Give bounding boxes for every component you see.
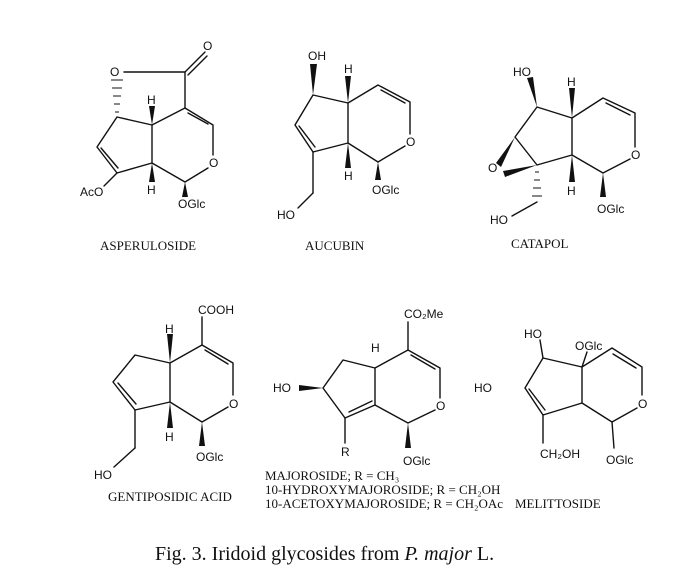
variant-10-hydroxymajoroside: 10-HYDROXYMAJOROSIDE; R = CH₂OH <box>265 482 500 497</box>
variant-majoroside: MAJOROSIDE; R = CH₃ <box>265 468 399 483</box>
h-bottom-label: H <box>344 169 353 183</box>
hydroxymethyl-label: HO <box>277 208 295 222</box>
compound-name-melittoside: MELITTOSIDE <box>515 496 601 511</box>
figure-caption: Fig. 3. Iridoid glycosides from P. major… <box>155 543 494 565</box>
r-group-label: R <box>341 445 350 459</box>
h-bottom-label: H <box>147 183 156 197</box>
h-bottom-label: H <box>567 184 576 198</box>
oglc-label: OGlc <box>372 183 399 197</box>
variant-10-acetoxymajoroside: 10-ACETOXYMAJOROSIDE; R = CH₂OAc <box>265 496 503 511</box>
acetoxy-label: AcO <box>80 185 103 199</box>
ring-oxygen-label: O <box>229 397 238 411</box>
hydroxymethyl-label: HO <box>94 468 112 482</box>
h-bottom-label: H <box>165 430 174 444</box>
compound-name-aucubin: AUCUBIN <box>305 238 365 253</box>
oglc-top-label: OGlc <box>575 339 602 353</box>
caption-prefix: Fig. 3. Iridoid glycosides from <box>155 543 404 565</box>
oglc-label: OGlc <box>597 202 624 216</box>
compound-name-gentiposidic-acid: GENTIPOSIDIC ACID <box>108 489 232 504</box>
hydroxy-label: OH <box>308 49 326 63</box>
caption-species: P. major <box>403 543 472 565</box>
methyl-ester-label: CO₂Me <box>404 307 444 321</box>
h-top-label: H <box>147 93 156 107</box>
lactone-oxygen-label: O <box>110 65 119 79</box>
oglc-label: OGlc <box>178 197 205 211</box>
ring-oxygen-label: O <box>406 135 415 149</box>
h-top-label: H <box>344 62 353 76</box>
ring-oxygen-label: O <box>631 148 640 162</box>
oglc-label: OGlc <box>196 450 223 464</box>
compound-name-catapol: CATAPOL <box>511 236 569 251</box>
carboxylic-acid-label: COOH <box>198 303 234 317</box>
h-top-label: H <box>165 322 174 336</box>
hydroxymethyl-label: HO <box>490 213 508 227</box>
stray-hydroxy-label: HO <box>474 381 492 395</box>
oglc-label: OGlc <box>403 454 430 468</box>
structure-gentiposidic-acid: COOH H H O OGlc HO GENTIPOSIDIC ACID <box>94 303 238 504</box>
structure-melittoside: HO OGlc O CH₂OH OGlc MELITTOSIDE <box>515 327 647 511</box>
h-label: H <box>371 341 380 355</box>
ring-oxygen-label: O <box>209 156 218 170</box>
hydroxy-label: HO <box>273 381 291 395</box>
ring-oxygen-label: O <box>638 397 647 411</box>
compound-name-asperuloside: ASPERULOSIDE <box>100 238 196 253</box>
structure-catapol: HO H H O O OGlc HO CATAPOL <box>488 65 640 251</box>
oglc-bottom-label: OGlc <box>606 453 633 467</box>
hydroxy-label: HO <box>524 327 542 341</box>
epoxide-oxygen-label: O <box>488 161 497 175</box>
structure-aucubin: OH H H O OGlc HO AUCUBIN <box>277 49 415 253</box>
ring-oxygen-label: O <box>436 399 445 413</box>
caption-suffix: L. <box>472 543 494 565</box>
carbonyl-oxygen-label: O <box>203 39 212 53</box>
hydroxy-label: HO <box>513 65 531 79</box>
h-top-label: H <box>567 75 576 89</box>
structure-asperuloside: O O H H O AcO OGlc ASPERULOSIDE <box>80 39 218 253</box>
structure-majoroside: CO₂Me H HO R O OGlc MAJOROSIDE; R = CH₃ … <box>265 307 503 511</box>
hydroxymethyl-label: CH₂OH <box>540 447 580 461</box>
